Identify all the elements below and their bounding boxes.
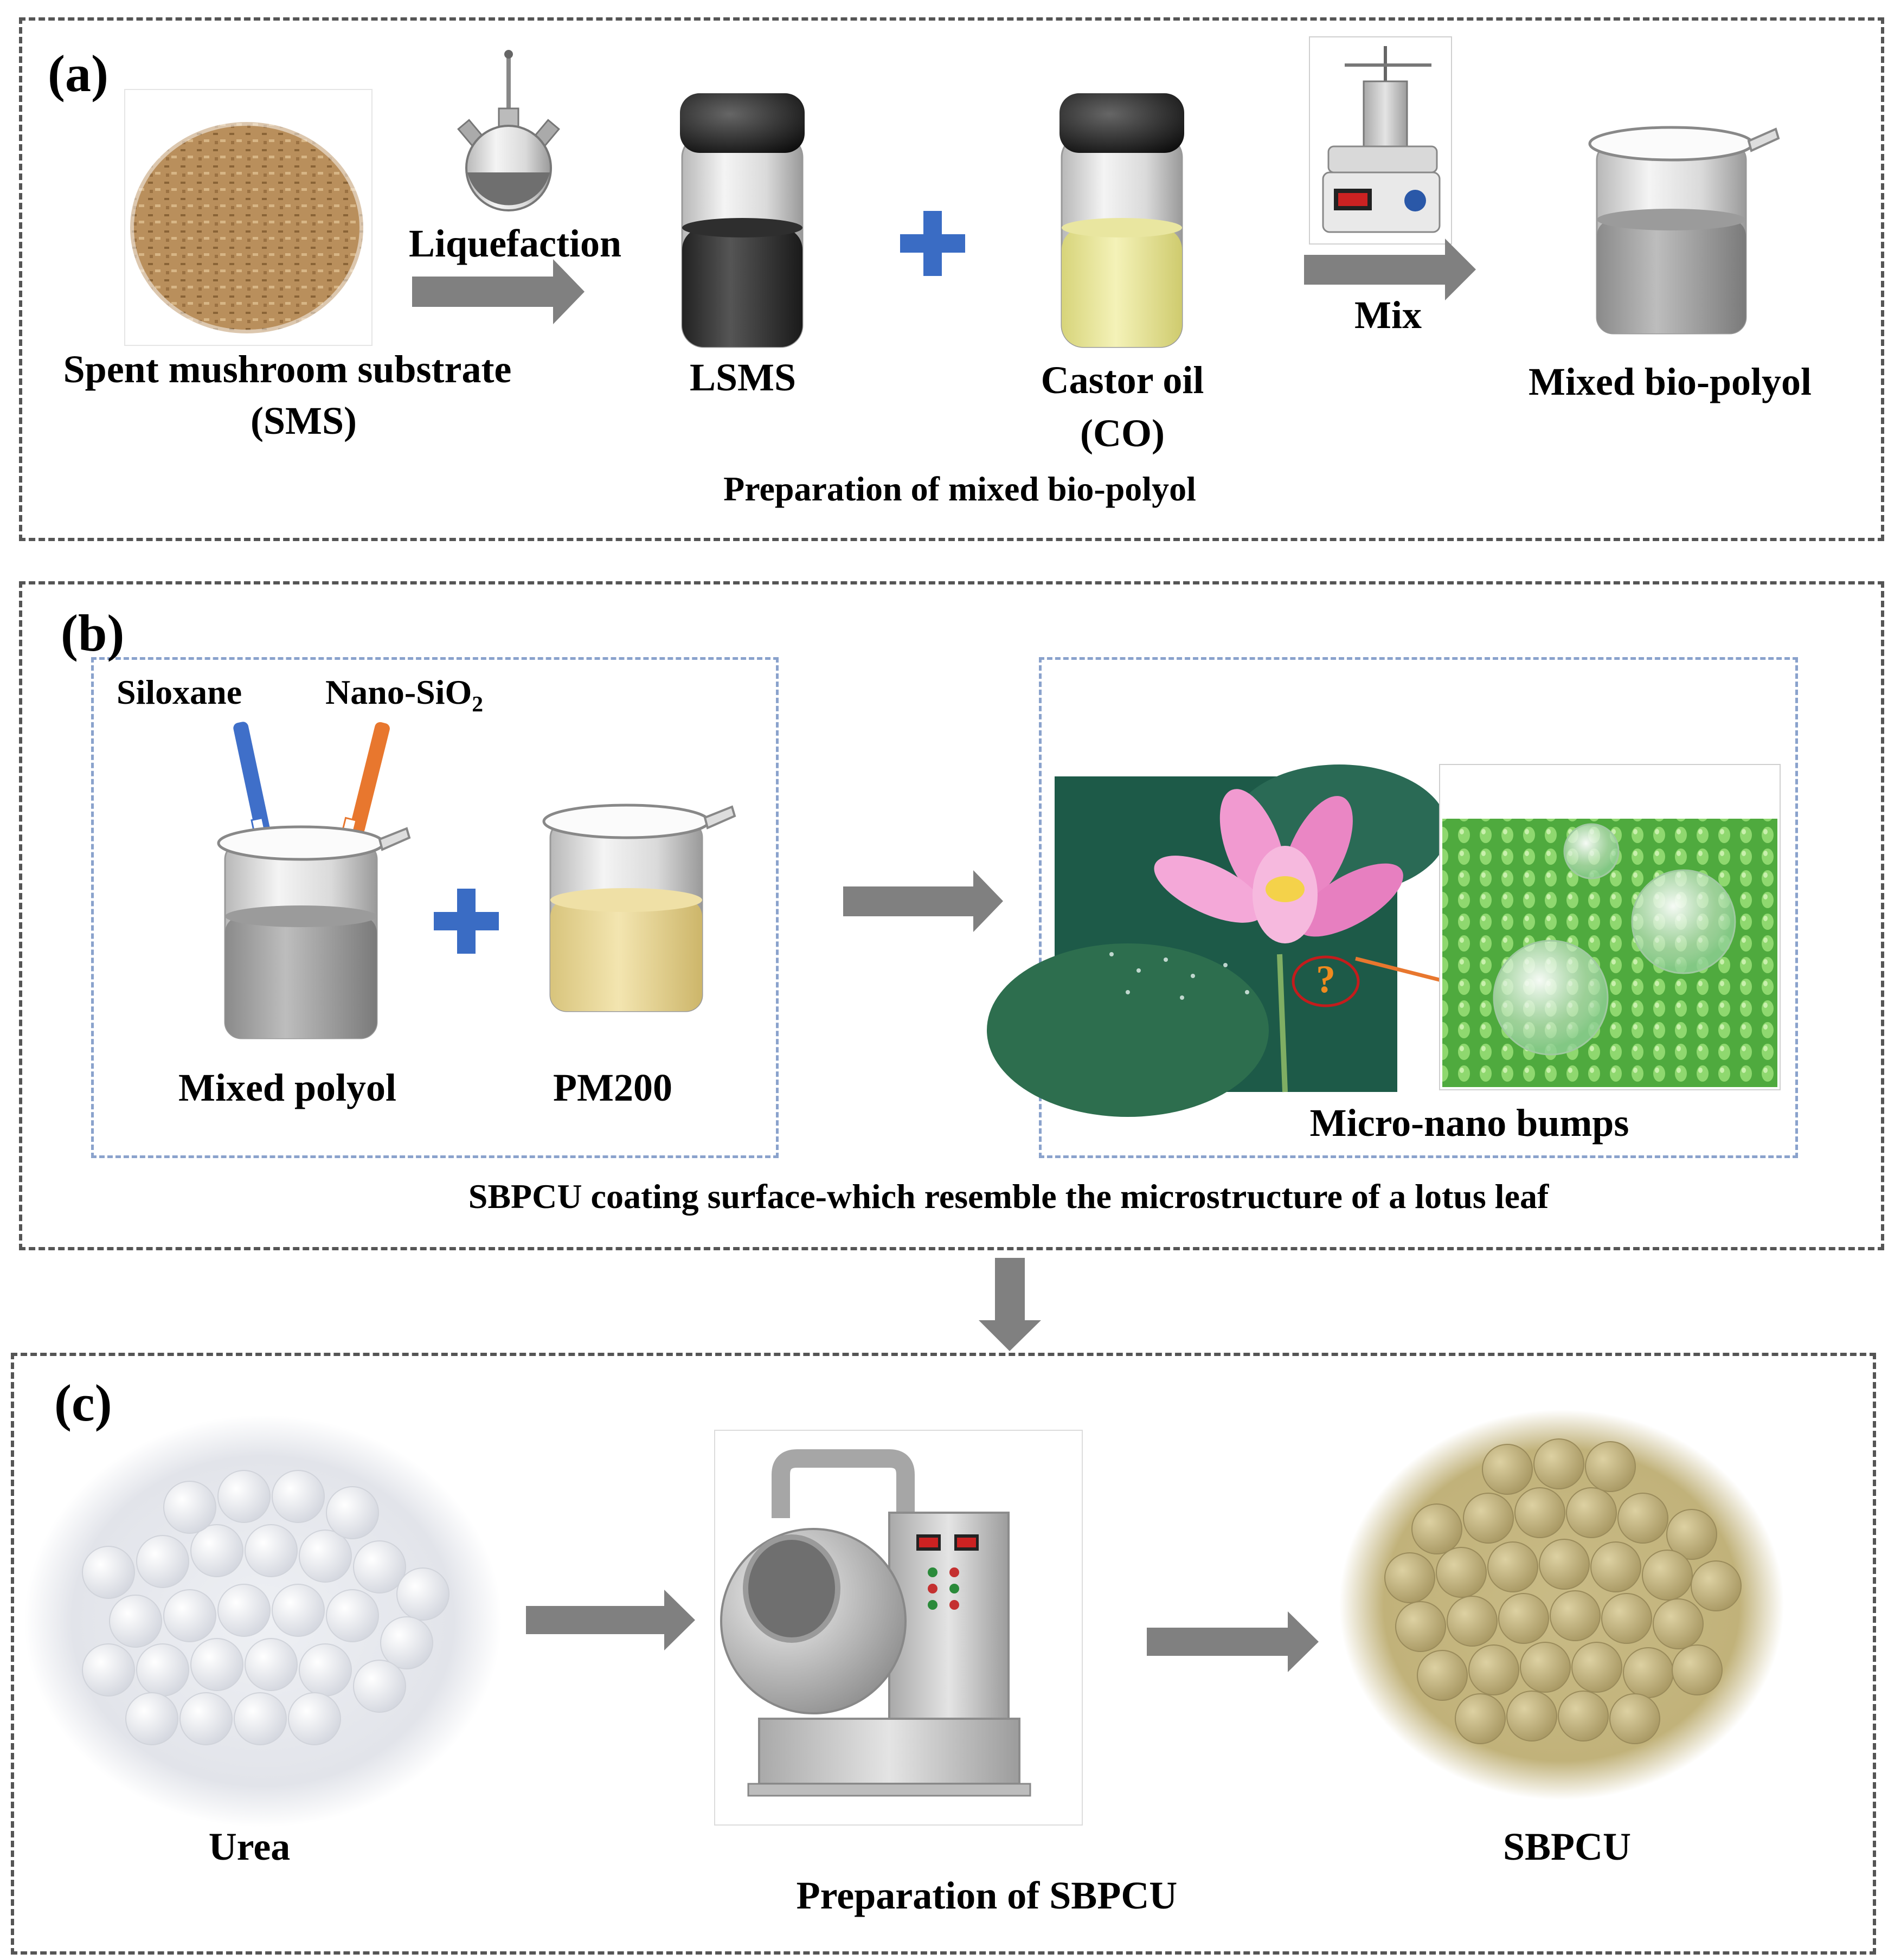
arrow-to-machine bbox=[526, 1590, 695, 1650]
stirrer-icon bbox=[1309, 36, 1452, 245]
arrow-mix bbox=[1304, 239, 1476, 300]
mix-label: Mix bbox=[1354, 293, 1422, 337]
pm200-beaker-icon bbox=[542, 804, 736, 1012]
mixed-biopolyol-label: Mixed bio-polyol bbox=[1528, 360, 1812, 403]
panel-c-frame bbox=[11, 1353, 1876, 1955]
arrow-liquefaction bbox=[412, 259, 585, 324]
castor-oil-vial-icon bbox=[1059, 93, 1184, 348]
sms-image bbox=[124, 89, 373, 346]
urea-label: Urea bbox=[208, 1825, 291, 1868]
question-mark: ? bbox=[1316, 957, 1335, 1001]
sbpcu-image bbox=[1339, 1410, 1784, 1800]
panel-a-caption: Preparation of mixed bio-polyol bbox=[723, 470, 1196, 508]
panel-b-frame bbox=[19, 581, 1884, 1250]
panel-b-caption: SBPCU coating surface-which resemble the… bbox=[468, 1177, 1549, 1216]
panel-b-left-box bbox=[91, 657, 779, 1158]
castor-label-line2: (CO) bbox=[1080, 412, 1165, 455]
mixed-biopolyol-beaker-icon bbox=[1588, 126, 1780, 335]
arrow-to-lotus bbox=[843, 870, 1003, 932]
sbpcu-label: SBPCU bbox=[1502, 1825, 1632, 1868]
sms-label-line1: Spent mushroom substrate bbox=[63, 348, 512, 391]
lsms-vial-icon bbox=[680, 93, 805, 348]
coating-machine-icon bbox=[714, 1430, 1083, 1826]
arrow-to-sbpcu bbox=[1147, 1611, 1319, 1672]
droplet-icon bbox=[1493, 940, 1609, 1056]
mixed-polyol-beaker-icon bbox=[217, 825, 411, 1039]
panel-c-label: (c) bbox=[54, 1374, 112, 1432]
siloxane-label: Siloxane bbox=[117, 673, 242, 711]
mixed-polyol-label: Mixed polyol bbox=[178, 1066, 396, 1109]
sms-label-line2: (SMS) bbox=[251, 399, 357, 442]
panel-c-caption: Preparation of SBPCU bbox=[796, 1874, 1178, 1917]
plus-icon-a bbox=[900, 211, 965, 276]
lsms-label: LSMS bbox=[689, 356, 797, 399]
plus-icon-b bbox=[434, 889, 499, 954]
urea-image bbox=[24, 1415, 502, 1827]
nano-sio2-label: Nano-SiO2 bbox=[325, 673, 484, 716]
arrow-down bbox=[979, 1258, 1041, 1351]
liquefaction-label: Liquefaction bbox=[408, 222, 622, 265]
lotus-icon bbox=[987, 764, 1448, 1117]
panel-b-right-box bbox=[1039, 657, 1798, 1158]
flask-icon bbox=[457, 50, 560, 211]
micro-nano-bumps-label: Micro-nano bumps bbox=[1309, 1101, 1629, 1145]
micro-nano-bumps-image bbox=[1439, 764, 1781, 1090]
castor-label-line1: Castor oil bbox=[1041, 358, 1204, 402]
panel-a-label: (a) bbox=[48, 44, 108, 102]
panel-b-label: (b) bbox=[61, 604, 125, 662]
panel-a-frame bbox=[19, 17, 1884, 541]
pm200-label: PM200 bbox=[553, 1066, 672, 1109]
